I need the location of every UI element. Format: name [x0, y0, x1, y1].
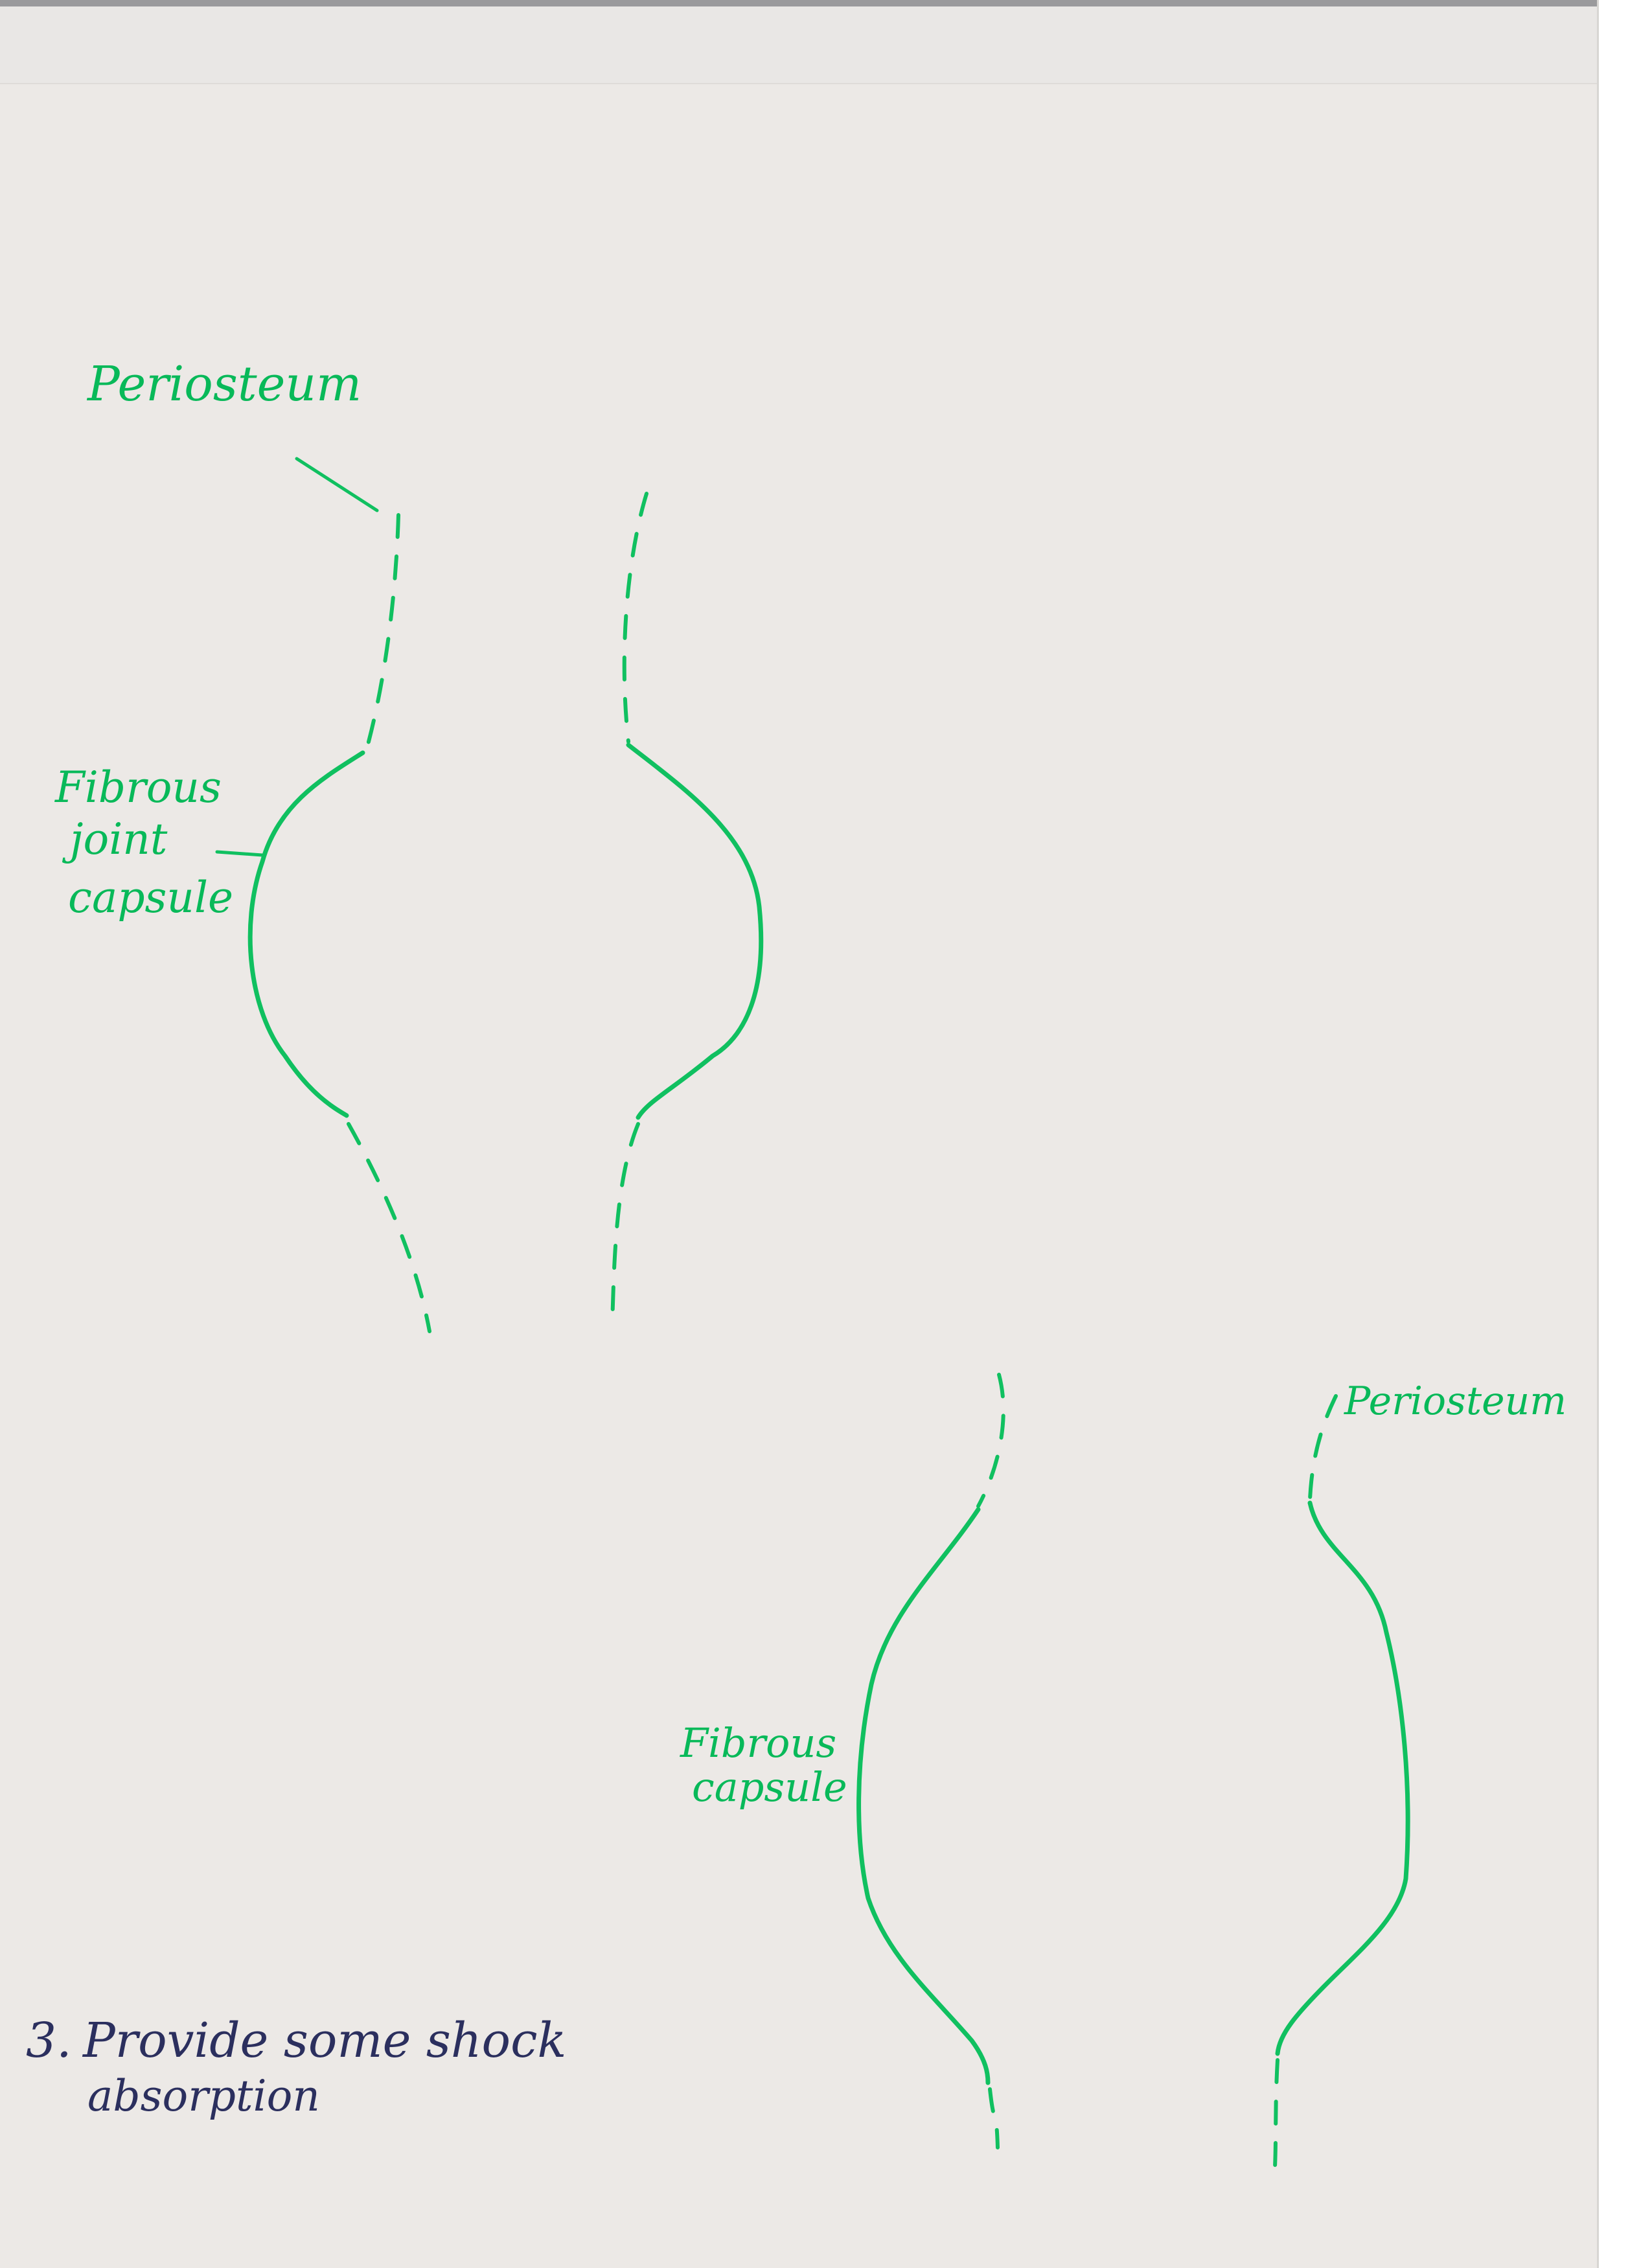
note-line-1: Provide some shock: [82, 2013, 566, 2068]
capsule-left-2: [856, 1507, 991, 2085]
periosteum-upper-left-2: [976, 1373, 1005, 1508]
handwritten-note: 3. Provide some shock absorption: [26, 2013, 566, 2121]
periosteum-leader-line-1: [295, 457, 379, 512]
capsule-leader-line-1: [215, 850, 264, 857]
periosteum-lower-right-2: [1273, 2058, 1279, 2169]
capsule-right-2: [1275, 1500, 1410, 2056]
capsule-right-1: [626, 742, 764, 1120]
note-line-2: absorption: [87, 2071, 320, 2121]
periosteum-label-2: Periosteum: [1344, 1379, 1566, 1424]
capsule-label-2-line-2: capsule: [692, 1763, 847, 1811]
periosteum-left-1: [364, 513, 400, 753]
scan-top-strip: [0, 0, 1599, 84]
capsule-label-1-line-3: capsule: [68, 873, 233, 922]
capsule-left-1: [247, 750, 365, 1118]
periosteum-lower-left-1: [347, 1122, 431, 1333]
capsule-label-1-line-2: joint: [62, 814, 168, 864]
capsule-label-1-line-1: Fibrous: [54, 762, 222, 812]
periosteum-right-1: [622, 492, 648, 744]
periosteum-upper-right-2: [1308, 1394, 1338, 1502]
periosteum-lower-left-2: [988, 2087, 1000, 2149]
capsule-label-2-line-1: Fibrous: [680, 1719, 836, 1767]
joint-diagram-2: Periosteum Fibrous capsule: [680, 1373, 1566, 2169]
periosteum-lower-right-1: [610, 1122, 640, 1327]
note-number: 3.: [26, 2013, 72, 2068]
scan-right-edge: [1597, 0, 1652, 2268]
periosteum-label-1: Periosteum: [86, 356, 361, 412]
joint-diagram-1: Periosteum Fibrous joint capsule: [54, 356, 764, 1333]
scan-top-edge: [0, 0, 1599, 6]
